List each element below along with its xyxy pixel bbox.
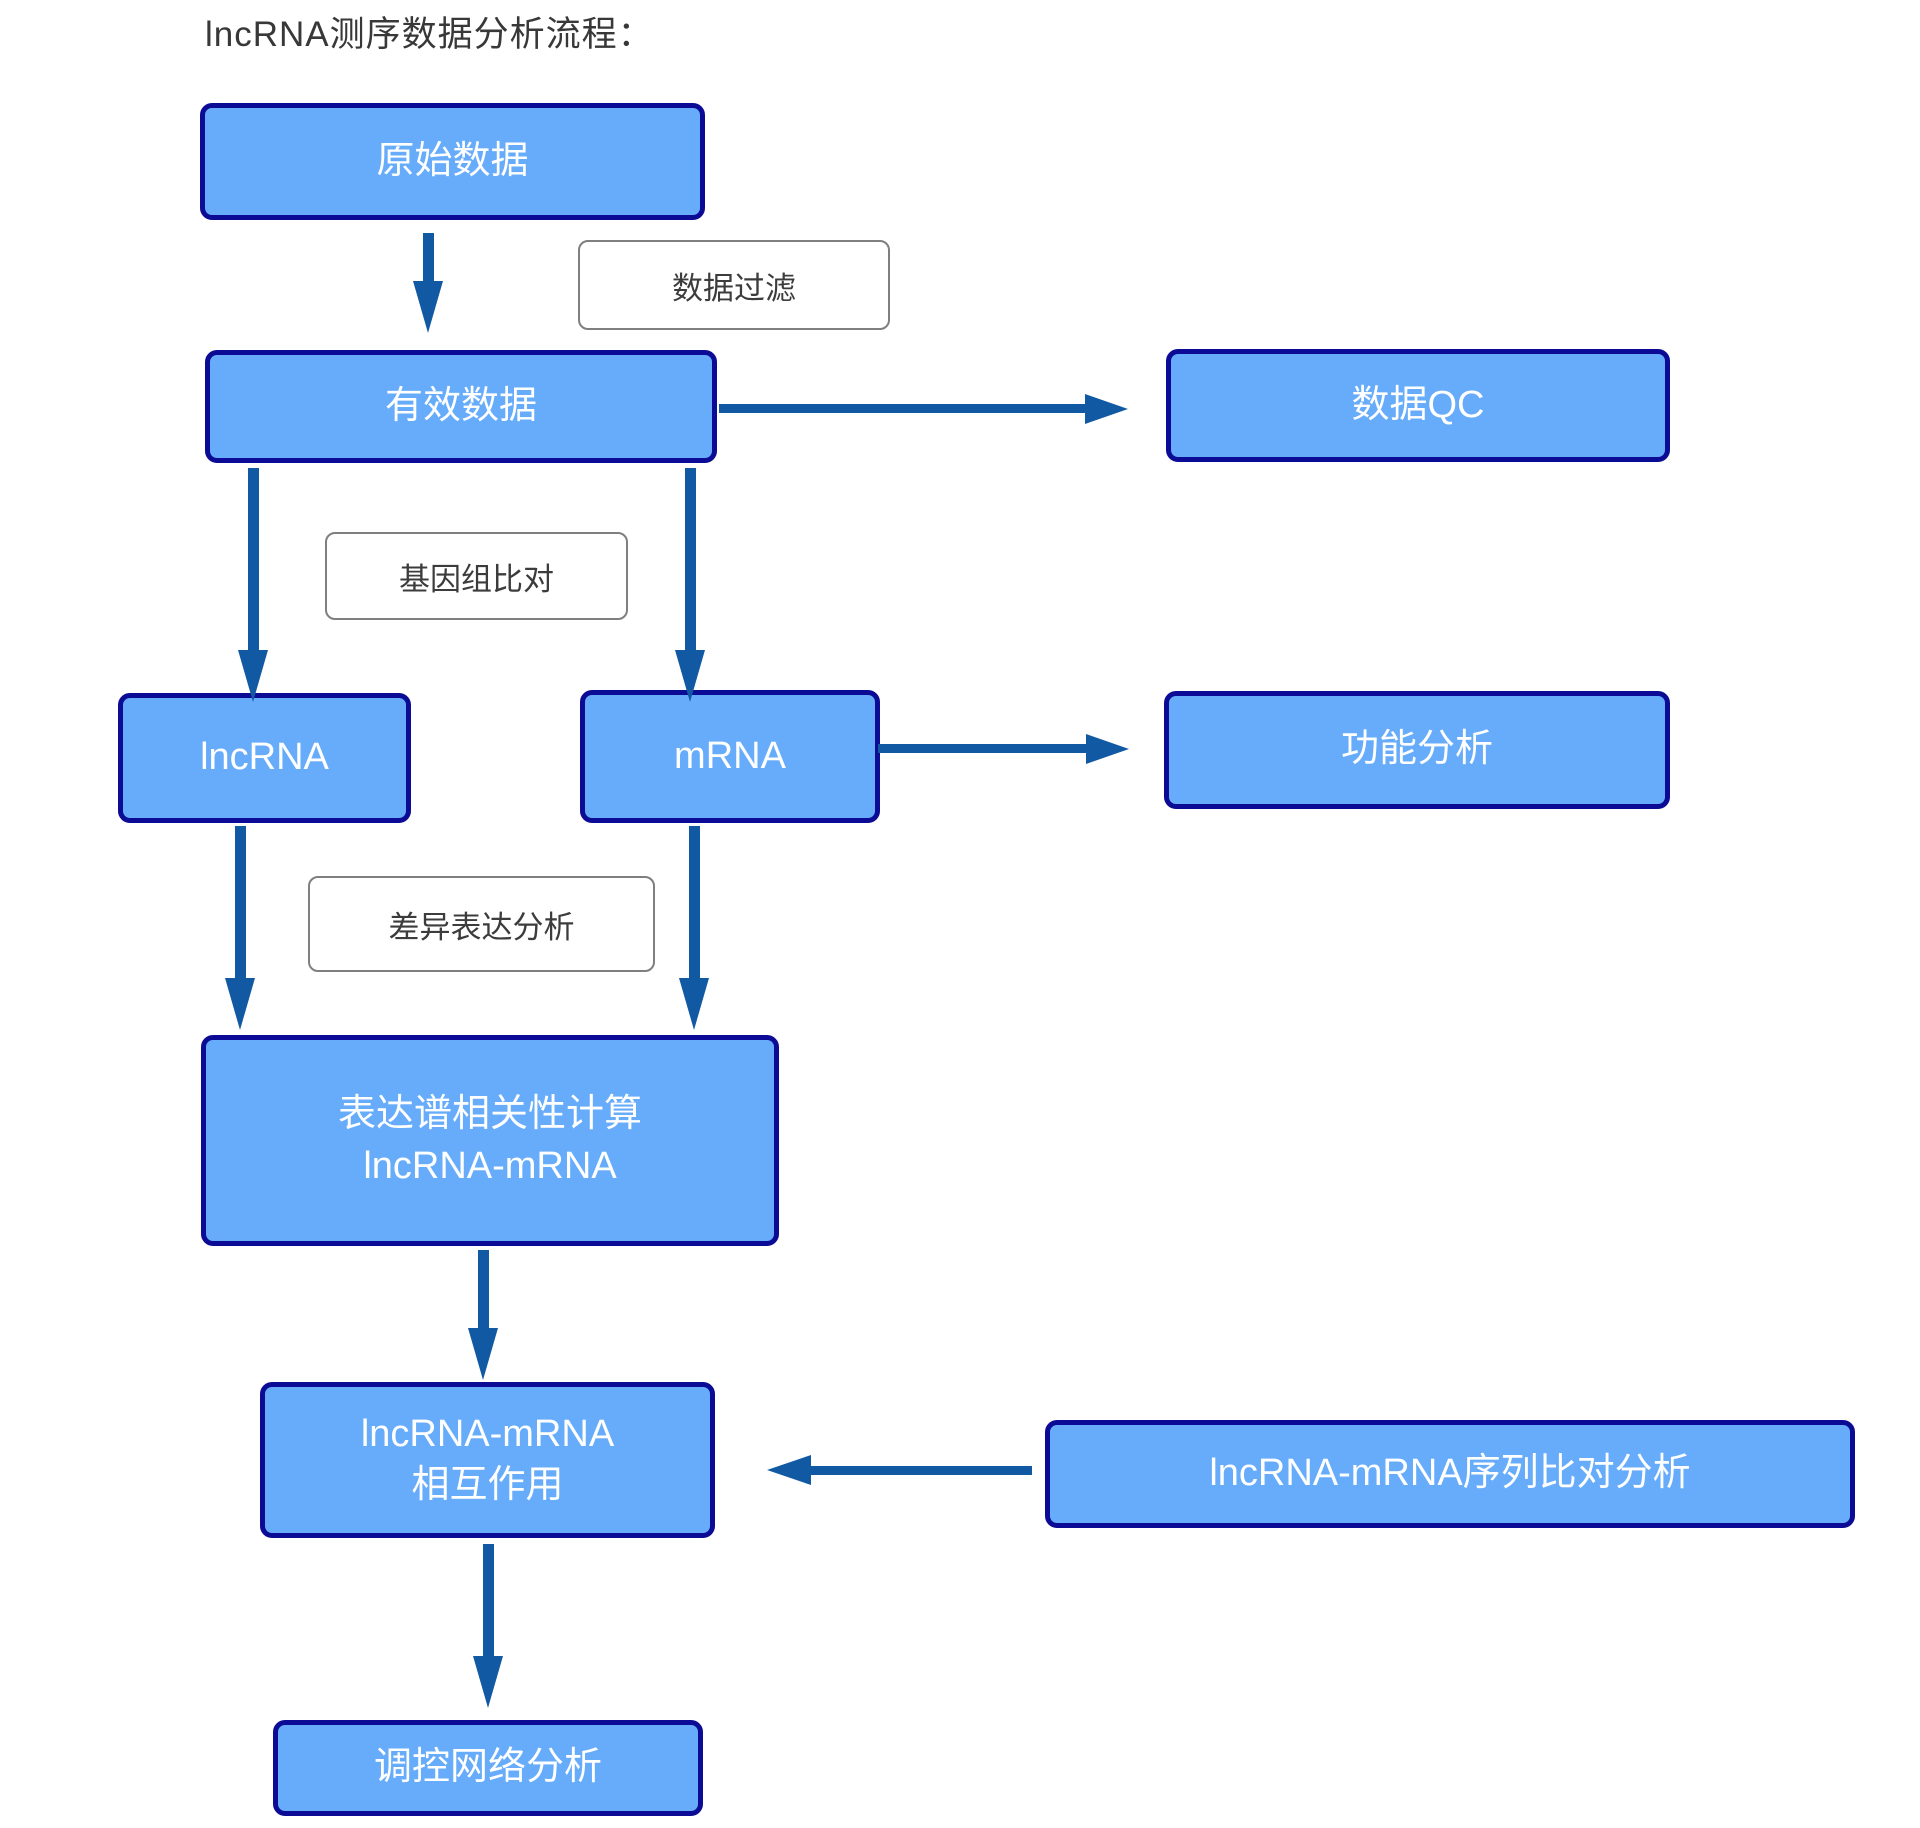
arrow-head-right-icon [1085,394,1128,424]
arrow-shaft [878,744,1086,753]
edge-label-diff-expression: 差异表达分析 [308,876,655,972]
arrow-head-left-icon [767,1455,811,1485]
arrow-head-down-icon [679,978,709,1030]
edge-label-data-filter: 数据过滤 [578,240,890,330]
node-regulatory-network: 调控网络分析 [273,1720,703,1816]
arrow-shaft [423,233,434,283]
node-lncrna-mrna-interaction: lncRNA-mRNA 相互作用 [260,1382,715,1538]
page-title: lncRNA测序数据分析流程： [205,15,654,54]
node-data-qc: 数据QC [1166,349,1670,462]
arrow-head-down-icon [225,978,255,1030]
node-raw-data: 原始数据 [200,103,705,220]
node-functional-analysis: 功能分析 [1164,691,1670,809]
arrow-shaft [719,404,1085,413]
node-lncrna: lncRNA [118,693,411,823]
arrow-shaft [248,468,259,652]
node-sequence-alignment: lncRNA-mRNA序列比对分析 [1045,1420,1855,1528]
arrow-head-right-icon [1086,734,1129,764]
node-expression-correlation: 表达谱相关性计算 lncRNA-mRNA [201,1035,779,1246]
arrow-shaft [483,1544,494,1658]
arrow-shaft [235,826,246,980]
arrow-head-down-icon [413,281,443,333]
arrow-shaft [685,468,696,652]
node-mrna: mRNA [580,690,880,823]
arrow-shaft [811,1466,1032,1475]
node-valid-data: 有效数据 [205,350,717,463]
arrow-head-down-icon [473,1656,503,1708]
edge-label-genome-alignment: 基因组比对 [325,532,628,620]
arrow-head-down-icon [468,1328,498,1380]
arrow-head-down-icon [675,650,705,702]
arrow-shaft [478,1250,489,1330]
arrow-shaft [689,826,700,980]
arrow-head-down-icon [238,650,268,702]
